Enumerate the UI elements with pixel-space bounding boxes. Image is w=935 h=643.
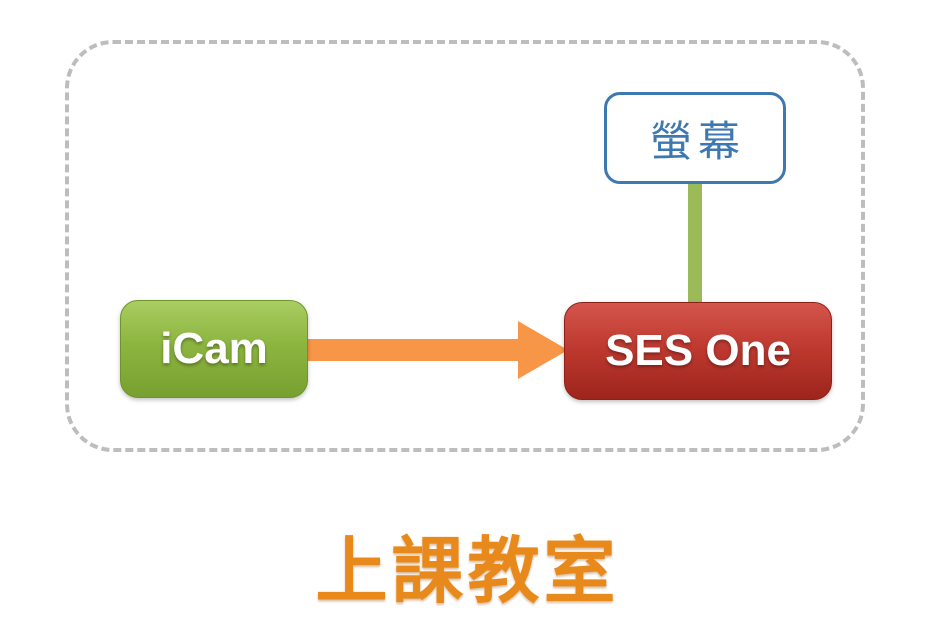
screen-to-ses-connector-line: [688, 182, 702, 312]
screen-node: 螢幕: [604, 92, 786, 184]
ses-one-node-label: SES One: [605, 326, 791, 375]
icam-node: iCam: [120, 300, 308, 398]
diagram-caption: 上課教室: [315, 532, 620, 612]
ses-one-node: SES One: [564, 302, 832, 400]
arrow-shaft: [306, 339, 518, 361]
arrow-right-icon: [518, 321, 568, 379]
icam-to-ses-arrow: [306, 321, 568, 379]
icam-node-label: iCam: [160, 324, 268, 373]
screen-node-label: 螢幕: [649, 117, 746, 165]
classroom-boundary-dashed-box: [65, 40, 865, 452]
